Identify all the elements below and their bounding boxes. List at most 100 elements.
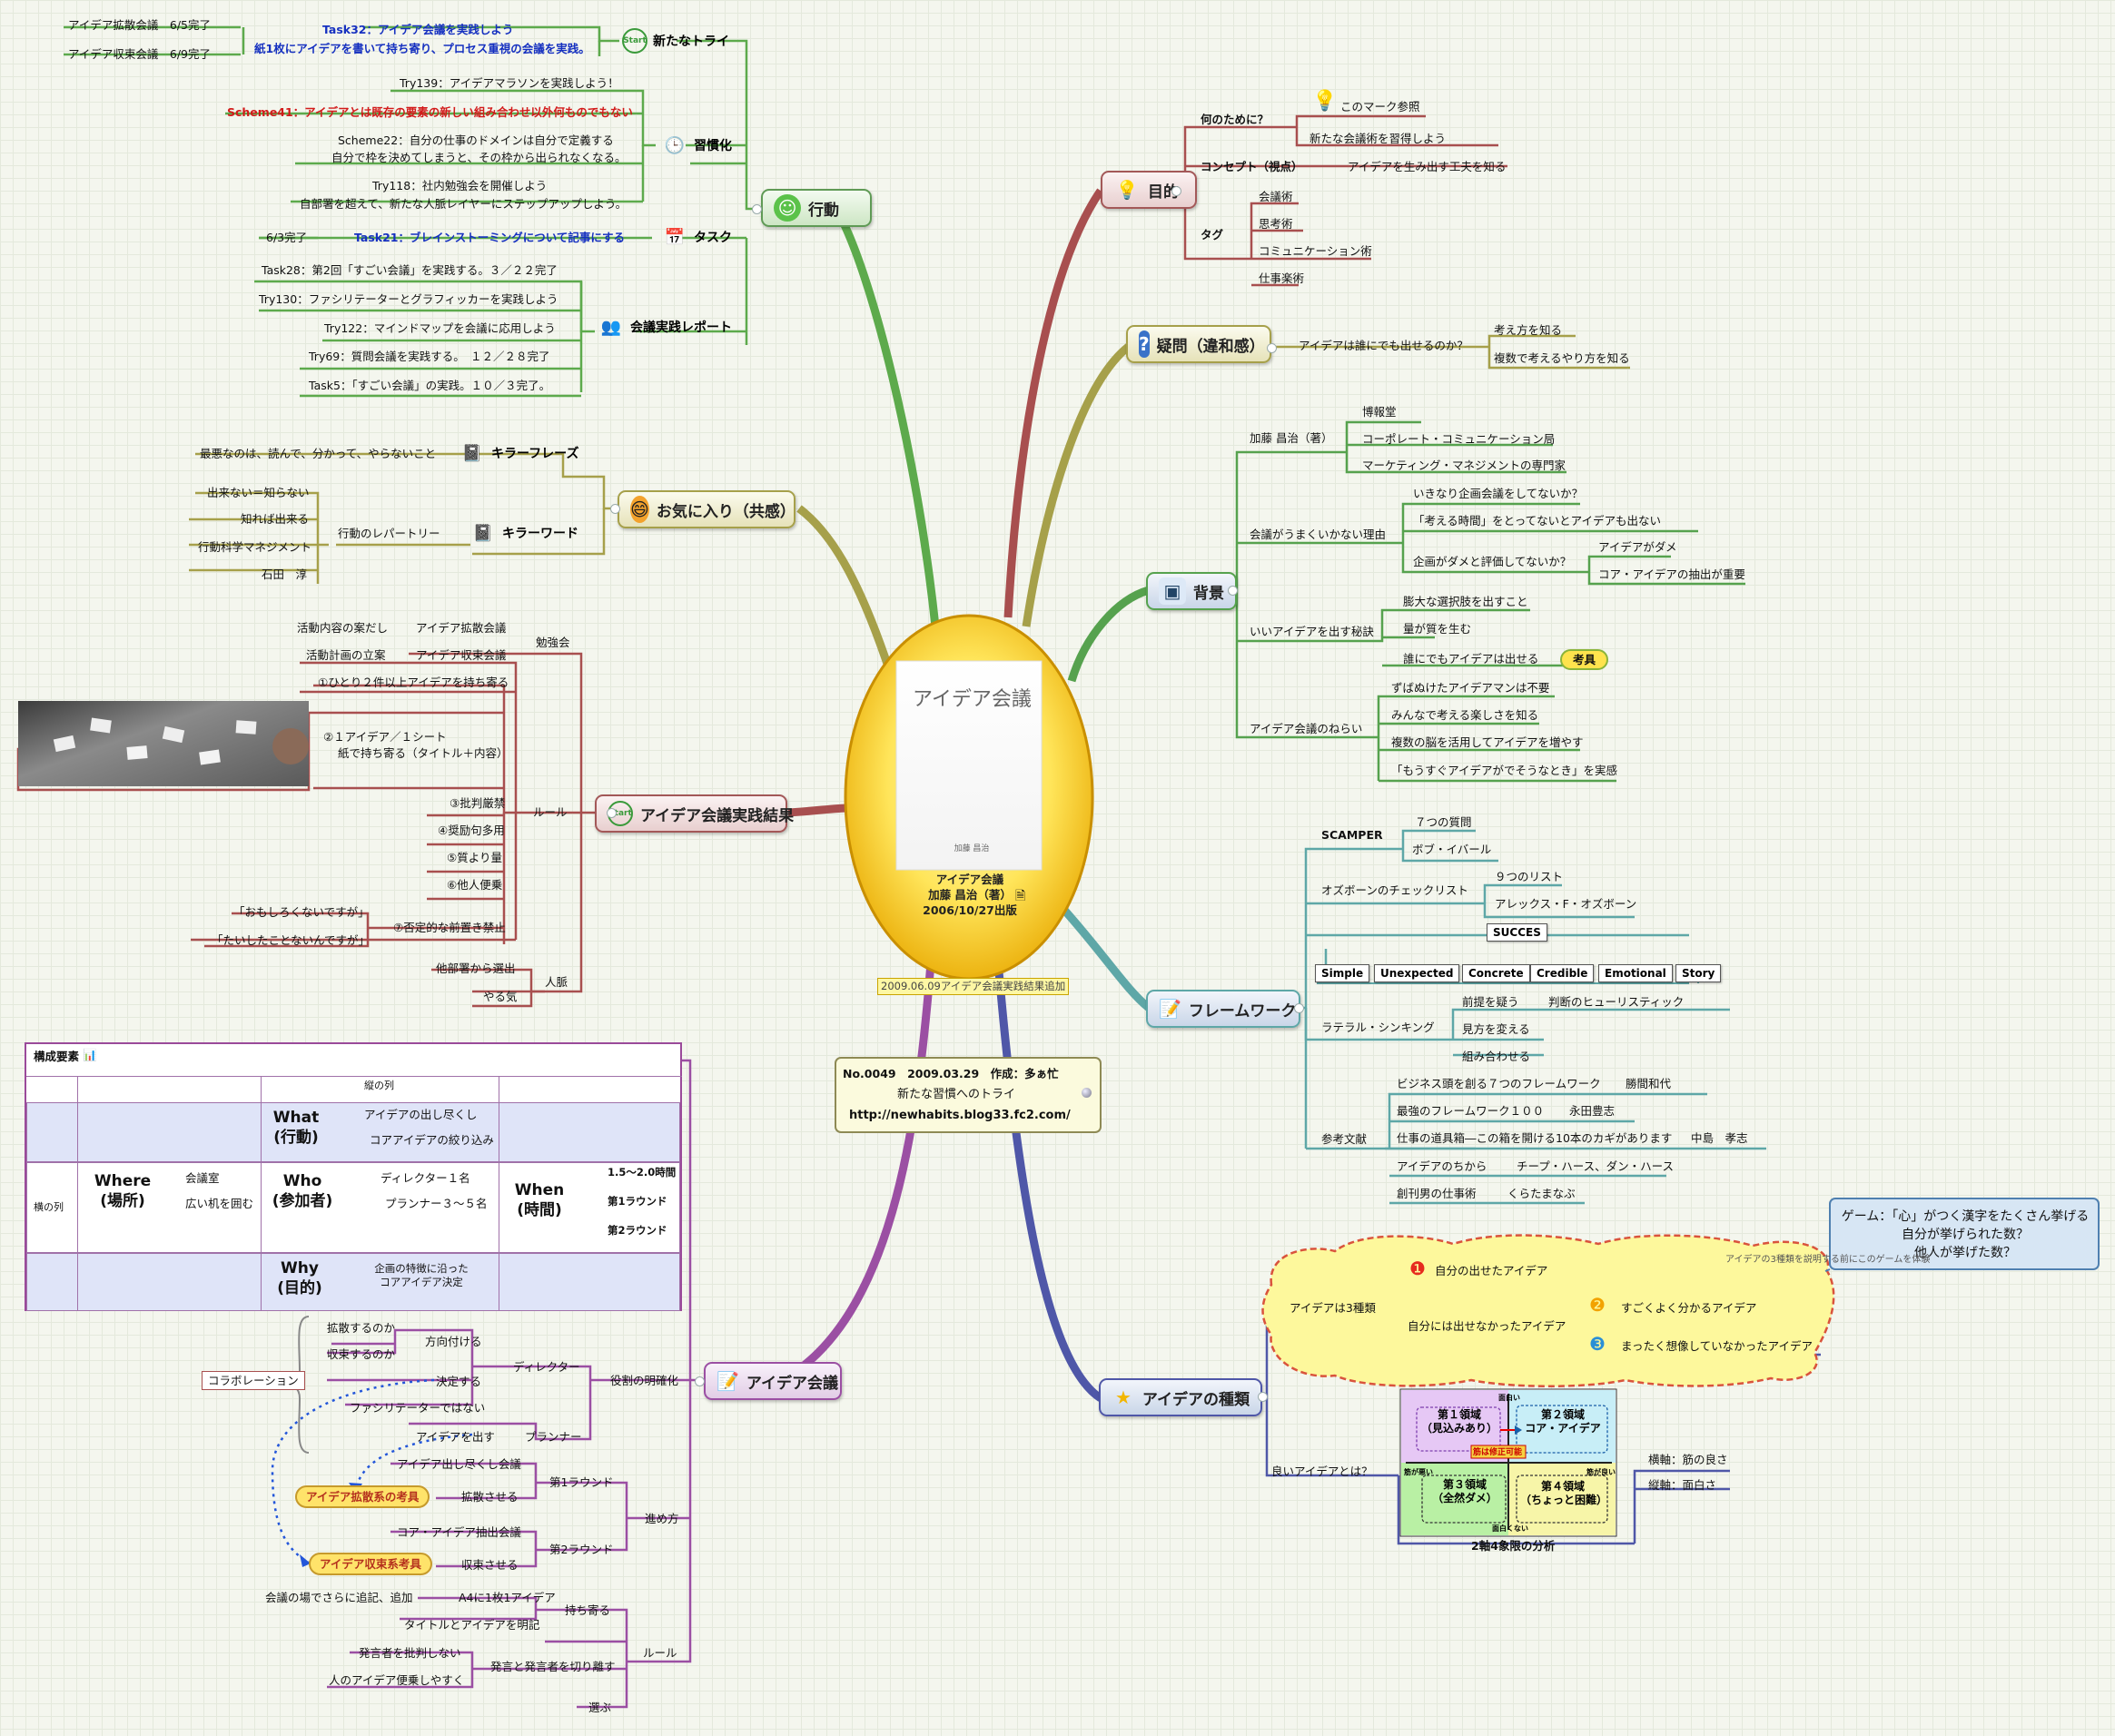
kaigi-round1: 第1ラウンド xyxy=(549,1475,614,1489)
collapse-toggle[interactable] xyxy=(610,504,620,514)
habit-h2: Scheme41：アイデアとは既存の要素の新しい組み合わせ以外何ものでもない xyxy=(227,105,633,119)
matrix-col-header: 縦の列 xyxy=(364,1080,394,1091)
y-axis-note: 縦軸：面白さ xyxy=(1648,1478,1717,1492)
topic-okiniiri[interactable]: 😄お気に入り（共感） xyxy=(618,490,796,528)
succes-item[interactable]: Emotional xyxy=(1598,964,1673,982)
ref-author: チープ・ハース、ダン・ハース xyxy=(1517,1159,1675,1173)
ref-author: くらたまなぶ xyxy=(1507,1187,1576,1200)
info-dot-icon[interactable] xyxy=(1082,1088,1092,1098)
jinmyaku-2: やる気 xyxy=(483,990,518,1003)
collab-box: コラボレーション xyxy=(202,1371,305,1390)
topic-gimon[interactable]: ?疑問（違和感） xyxy=(1126,325,1271,363)
ref-title: ビジネス頭を創る７つのフレームワーク xyxy=(1397,1077,1601,1090)
rule-7: ⑦否定的な前置き禁止 xyxy=(393,921,506,934)
info-line2: 新たな習慣へのトライ xyxy=(897,1088,1016,1101)
try-t2: 紙1枚にアイデアを書いて持ち寄り、プロセス重視の会議を実践。 xyxy=(254,42,590,55)
clock-icon: 🕒 xyxy=(664,135,686,155)
kaigi-round1a: アイデア出し尽くし会議 xyxy=(397,1457,521,1471)
center-node[interactable]: アイデア会議 加藤 昌治（著） 2006/10/27出版 xyxy=(879,872,1061,918)
haikei-r3b: コア・アイデアの抽出が重要 xyxy=(1598,567,1745,581)
kaigi-d3: 決定する xyxy=(436,1375,482,1388)
tag-item: 思考術 xyxy=(1259,217,1293,231)
haikei-m4: 「もうすぐアイデアがでそうなとき」を実感 xyxy=(1391,764,1618,777)
collapse-toggle[interactable] xyxy=(752,204,762,214)
topic-haikei[interactable]: ▣背景 xyxy=(1146,572,1237,610)
habit-h4b: 自部署を超えて、新たな人脈レイヤーにステップアップしよう。 xyxy=(300,197,628,211)
tag-item: 会議術 xyxy=(1259,190,1293,203)
kougu-tag[interactable]: 考具 xyxy=(1560,649,1609,670)
topic-kodo-label: 行動 xyxy=(808,201,839,220)
succes-item[interactable]: Credible xyxy=(1530,964,1595,982)
topic-haikei-label: 背景 xyxy=(1193,584,1224,603)
task-node[interactable]: 📅タスク xyxy=(661,223,732,251)
note-icon[interactable]: 🗎 xyxy=(1015,889,1026,903)
collapse-toggle[interactable] xyxy=(1171,186,1181,196)
kaigi-d2: 収束するのか xyxy=(327,1347,396,1361)
game-text: ゲーム：「心」がつく漢字をたくさん挙げる自分が挙げられた数？他人が挙げた数？ xyxy=(1841,1209,2090,1260)
lightbulb-icon: 💡 xyxy=(1312,90,1338,113)
succes-item[interactable]: Simple xyxy=(1315,964,1370,982)
collapse-toggle[interactable] xyxy=(607,808,617,818)
succes-item[interactable]: Unexpected xyxy=(1374,964,1460,982)
number-three-icon: ❸ xyxy=(1589,1333,1606,1355)
matrix-when: When(時間) xyxy=(514,1181,565,1219)
collapse-toggle[interactable] xyxy=(695,1376,705,1386)
kind-good: 良いアイデアとは？ xyxy=(1271,1465,1373,1478)
book-cover xyxy=(895,660,1043,871)
kaigi-d12: 方向付ける xyxy=(425,1335,482,1348)
info-link[interactable]: http://newhabits.blog33.fc2.com/ xyxy=(849,1109,1071,1122)
haikei-s3: 誰にでもアイデアは出せる xyxy=(1403,652,1539,666)
topic-kaigi[interactable]: 📝アイデア会議 xyxy=(704,1362,842,1400)
game-box xyxy=(1829,1198,2100,1270)
notepad-icon: 📝 xyxy=(1159,998,1181,1020)
phrase-node[interactable]: 📓キラーフレーズ xyxy=(459,439,579,467)
topic-gimon-label: 疑問（違和感） xyxy=(1156,337,1265,356)
rule-3: ③批判厳禁 xyxy=(450,796,506,810)
fw-lt1b: 判断のヒューリスティック xyxy=(1548,995,1685,1009)
kaigi-motiyori: 持ち寄る xyxy=(565,1603,611,1617)
collapse-toggle[interactable] xyxy=(1228,586,1238,596)
topic-framework[interactable]: 📝フレームワーク xyxy=(1146,990,1300,1028)
number-one-icon: ❶ xyxy=(1409,1258,1426,1279)
kaigi-round2b: 収束させる xyxy=(461,1558,519,1572)
matrix-why: Why(目的) xyxy=(277,1259,322,1297)
collapse-toggle[interactable] xyxy=(1258,1392,1268,1402)
jissen-st1: 活動内容の案だし xyxy=(297,621,389,635)
topic-kind[interactable]: ★アイデアの種類 xyxy=(1099,1378,1262,1416)
word-node[interactable]: 📓キラーワード xyxy=(469,519,578,547)
haikei-r2: 「考える時間」をとってないとアイデアも出ない xyxy=(1413,514,1662,528)
topic-kind-label: アイデアの種類 xyxy=(1142,1390,1250,1409)
succes-item[interactable]: Story xyxy=(1675,964,1722,982)
haikei-m1: ずばぬけたアイデアマンは不要 xyxy=(1391,681,1550,695)
topic-mokuteki[interactable]: 💡目的 xyxy=(1101,171,1197,209)
matrix-row-mid xyxy=(26,1162,680,1253)
fw-sc1: ７つの質問 xyxy=(1415,815,1472,829)
topic-kodo[interactable]: ☺行動 xyxy=(761,189,872,227)
ref-author: 永田豊志 xyxy=(1569,1104,1616,1118)
ref-title: 最強のフレームワーク１００ xyxy=(1397,1104,1545,1118)
ref-title: 創刊男の仕事術 xyxy=(1397,1187,1477,1200)
try-t1: Task32：アイデア会議を実践しよう xyxy=(322,23,514,36)
x-axis-note: 横軸：筋の良さ xyxy=(1648,1453,1728,1466)
kaigi-round1k[interactable]: アイデア拡散系の考具 xyxy=(295,1485,430,1508)
kaigi-method: 進め方 xyxy=(645,1512,679,1525)
kaigi-round2k[interactable]: アイデア収束系考具 xyxy=(309,1553,432,1575)
matrix-what: What(行動) xyxy=(272,1109,320,1147)
habit-node[interactable]: 🕒習慣化 xyxy=(661,132,732,159)
jinmyaku-1: 他部署から選出 xyxy=(436,962,516,975)
matrix-what1b: コアアイデアの絞り込み xyxy=(370,1133,494,1147)
haikei-s2: 量が質を生む xyxy=(1403,622,1472,636)
collapse-toggle[interactable] xyxy=(1294,1003,1304,1013)
try-t1b: アイデア収束会議 6/9完了 xyxy=(68,47,211,61)
notebook-icon: 📓 xyxy=(461,443,483,463)
report-r3: Try122：マインドマップを会議に応用しよう xyxy=(324,321,556,335)
fw-os1: ９つのリスト xyxy=(1495,870,1564,883)
collapse-toggle[interactable] xyxy=(1267,343,1277,353)
task-done: 6/3完了 xyxy=(266,231,308,244)
haikei-a2: コーポレート・コミュニケーション局 xyxy=(1362,432,1556,446)
report-node[interactable]: 👥会議実践レポート xyxy=(598,313,732,340)
fw-succes[interactable]: SUCCES xyxy=(1487,923,1547,942)
succes-item[interactable]: Concrete xyxy=(1462,964,1530,982)
